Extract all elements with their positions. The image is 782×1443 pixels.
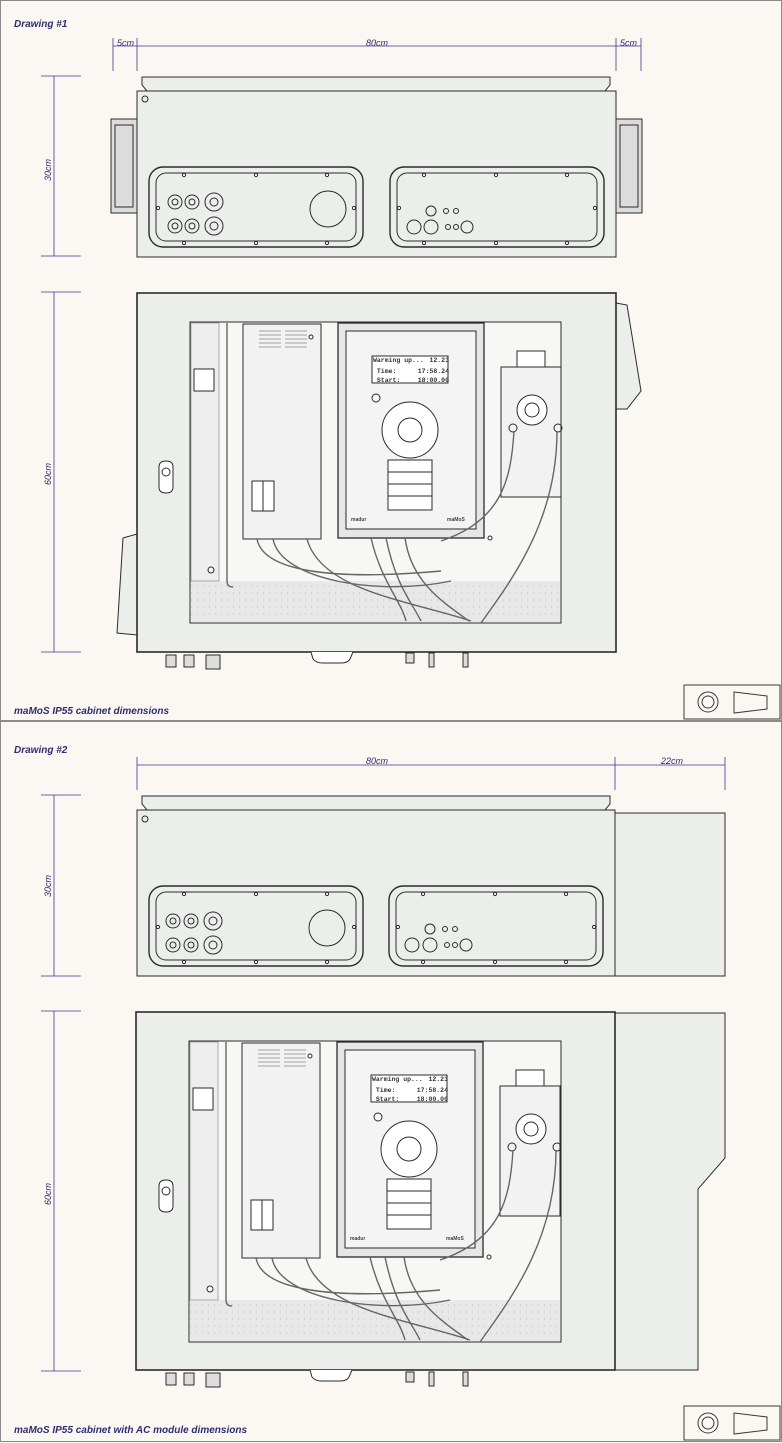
brand-label-madur: madur xyxy=(350,1236,366,1242)
drawing-caption: maMoS IP55 cabinet with AC module dimens… xyxy=(14,1425,248,1436)
brand-label-mamos: maMoS xyxy=(447,517,465,523)
controller-display: Warming up... 12.23 Time: 17:58.24 Start… xyxy=(372,1076,448,1103)
dim-right-offset: 5cm xyxy=(620,38,638,48)
controller-display: Warming up... 12.23 Time: 17:58.24 Start… xyxy=(373,357,449,384)
cabinet-front-view xyxy=(116,292,642,670)
drawing-sheet-2: Drawing #2 80cm 22cm 30cm 60cm maMoS IP5… xyxy=(0,721,782,1442)
cabinet-drawing-1 xyxy=(41,38,781,720)
brand-label-mamos: maMoS xyxy=(446,1236,464,1242)
drawing-sheet-1: Drawing #1 5cm 80cm 5cm 30cm 60cm maMoS … xyxy=(0,0,782,721)
cabinet-drawing-2 xyxy=(41,757,781,1441)
dim-cabinet-width: 80cm xyxy=(366,38,389,48)
dimension-lines xyxy=(41,38,642,653)
cables xyxy=(226,323,558,624)
drawing-caption: maMoS IP55 cabinet dimensions xyxy=(14,706,170,717)
title-block xyxy=(683,1405,781,1441)
cables xyxy=(225,1042,557,1343)
title-block xyxy=(683,684,781,720)
dim-ac-module-width: 22cm xyxy=(661,756,684,766)
cabinet-top-view xyxy=(110,76,643,258)
dim-cabinet-width: 80cm xyxy=(366,756,389,766)
cabinet-top-view xyxy=(136,795,726,977)
drawing-title: Drawing #2 xyxy=(14,745,68,756)
brand-label-madur: madur xyxy=(351,517,367,523)
dim-left-offset: 5cm xyxy=(117,38,135,48)
drawing-title: Drawing #1 xyxy=(14,19,68,30)
cabinet-front-view xyxy=(135,1011,726,1388)
dimension-lines xyxy=(41,757,726,1372)
